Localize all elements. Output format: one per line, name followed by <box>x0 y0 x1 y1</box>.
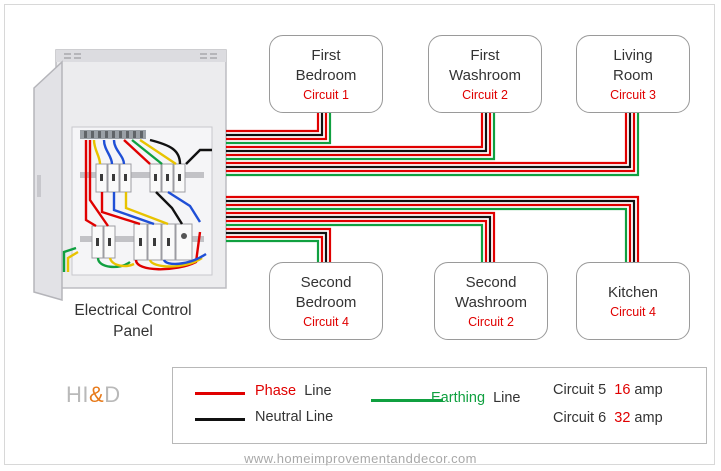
room-circuit: Circuit 2 <box>468 314 514 329</box>
room-name: Second Washroom <box>455 273 527 311</box>
legend: Phase Line Neutral Line Earthing Line Ci… <box>172 367 707 444</box>
brand-d: D <box>104 382 121 407</box>
room-circuit: Circuit 1 <box>303 87 349 102</box>
circuit6-label: Circuit 6 <box>553 410 607 426</box>
phase-word: Phase <box>255 383 297 399</box>
legend-phase: Phase Line <box>255 383 332 399</box>
earthing-suffix: Line <box>493 390 521 406</box>
circuit5-value: 16 <box>614 382 631 398</box>
neutral-line-swatch <box>195 418 245 421</box>
legend-circuit6: Circuit 6 32 amp <box>553 410 663 426</box>
circuit5-label: Circuit 5 <box>553 382 607 398</box>
room-living-room: Living Room Circuit 3 <box>576 35 690 113</box>
room-kitchen: Kitchen Circuit 4 <box>576 262 690 340</box>
brand-amp: & <box>89 382 105 407</box>
legend-neutral: Neutral Line <box>255 409 334 425</box>
room-first-bedroom: First Bedroom Circuit 1 <box>269 35 383 113</box>
panel-caption: Electrical Control Panel <box>74 302 192 340</box>
room-circuit: Circuit 2 <box>462 87 508 102</box>
electrical-panel <box>33 49 227 301</box>
room-name: Kitchen <box>607 283 659 301</box>
room-first-washroom: First Washroom Circuit 2 <box>428 35 542 113</box>
legend-earthing: Earthing Line <box>431 390 521 406</box>
diagram-frame <box>4 4 715 465</box>
room-name: First Washroom <box>449 46 521 84</box>
brand-logo: HI&D <box>66 382 121 408</box>
room-circuit: Circuit 4 <box>303 314 349 329</box>
lower-wire-bundles <box>226 195 640 262</box>
room-name: Second Bedroom <box>295 273 357 311</box>
phase-line-swatch <box>195 392 245 395</box>
room-name: First Bedroom <box>295 46 357 84</box>
legend-circuit5: Circuit 5 16 amp <box>553 382 663 398</box>
circuit6-unit: amp <box>634 410 663 426</box>
room-second-washroom: Second Washroom Circuit 2 <box>434 262 548 340</box>
phase-suffix: Line <box>304 383 332 399</box>
earthing-line-swatch <box>371 399 443 402</box>
upper-wire-bundles <box>226 113 640 177</box>
room-circuit: Circuit 3 <box>610 87 656 102</box>
footer-url: www.homeimprovementanddecor.com <box>244 451 477 466</box>
room-name: Living Room <box>612 46 653 84</box>
brand-h: HI <box>66 382 89 407</box>
circuit6-value: 32 <box>614 410 631 426</box>
room-circuit: Circuit 4 <box>610 304 656 319</box>
circuit5-unit: amp <box>634 382 663 398</box>
room-second-bedroom: Second Bedroom Circuit 4 <box>269 262 383 340</box>
earthing-word: Earthing <box>431 390 486 406</box>
